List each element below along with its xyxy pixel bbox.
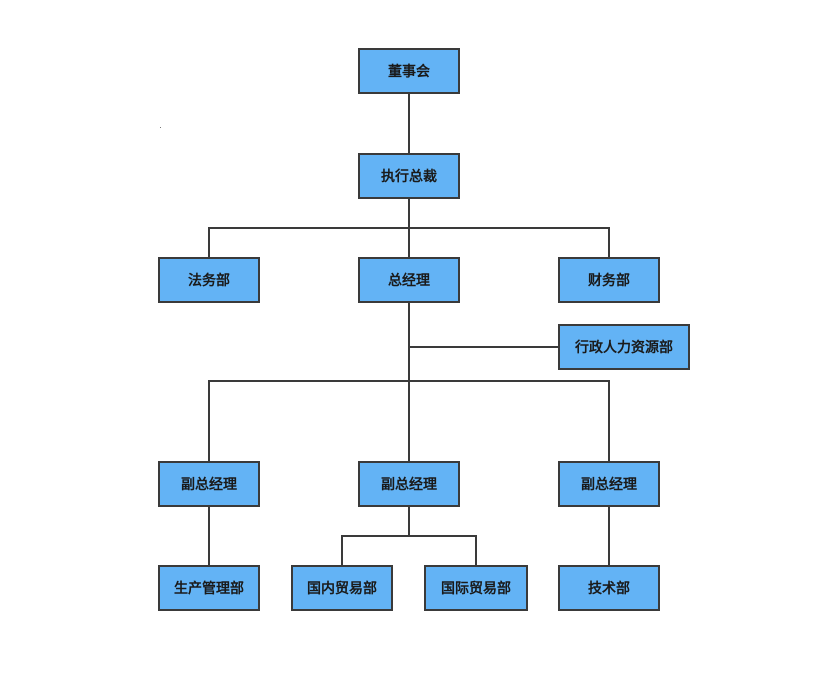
node-finance: 财务部 — [558, 257, 660, 303]
connector-gm-trunk — [408, 302, 410, 462]
connector-vp-right-tech — [608, 506, 610, 566]
node-production: 生产管理部 — [158, 565, 260, 611]
connector-ceo-hbar — [208, 227, 610, 229]
connector-to-finance — [608, 227, 610, 258]
node-legal: 法务部 — [158, 257, 260, 303]
node-board: 董事会 — [358, 48, 460, 94]
connector-to-intl-trade — [475, 535, 477, 566]
node-tech: 技术部 — [558, 565, 660, 611]
node-domestic-trade: 国内贸易部 — [291, 565, 393, 611]
node-vp-right: 副总经理 — [558, 461, 660, 507]
connector-trade-hbar — [341, 535, 477, 537]
connector-to-domestic-trade — [341, 535, 343, 566]
connector-board-ceo — [408, 93, 410, 153]
connector-to-vp-left — [208, 380, 210, 462]
connector-to-legal — [208, 227, 210, 258]
stray-dot — [160, 127, 161, 128]
node-admin-hr: 行政人力资源部 — [558, 324, 690, 370]
connector-vp-left-production — [208, 506, 210, 566]
connector-to-vp-right — [608, 380, 610, 462]
node-intl-trade: 国际贸易部 — [424, 565, 528, 611]
connector-vp-center-trunk — [408, 506, 410, 536]
node-gm: 总经理 — [358, 257, 460, 303]
node-vp-left: 副总经理 — [158, 461, 260, 507]
connector-vp-hbar — [208, 380, 610, 382]
connector-to-admin-hr — [408, 346, 559, 348]
node-vp-center: 副总经理 — [358, 461, 460, 507]
node-ceo: 执行总裁 — [358, 153, 460, 199]
